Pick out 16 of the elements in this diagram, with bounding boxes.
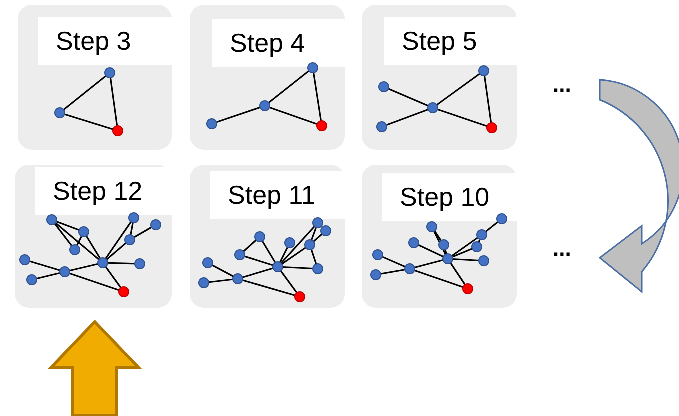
- step-label: Step 3: [38, 17, 172, 65]
- step-label: Step 10: [382, 173, 517, 221]
- step-panel: [190, 165, 345, 308]
- step-panel: [190, 5, 345, 150]
- step-panel: [15, 165, 172, 308]
- step-label: Step 11: [210, 171, 345, 219]
- curved-arrow: [599, 79, 679, 293]
- step-panel: [362, 165, 517, 308]
- ellipsis-text: ...: [553, 238, 581, 262]
- block-arrow: [47, 320, 143, 416]
- step-panel: [18, 5, 172, 150]
- step-label: Step 4: [212, 19, 345, 67]
- ellipsis-text: ...: [553, 74, 581, 98]
- step-label: Step 12: [35, 167, 172, 215]
- step-panel: [362, 5, 517, 150]
- step-label: Step 5: [384, 17, 517, 65]
